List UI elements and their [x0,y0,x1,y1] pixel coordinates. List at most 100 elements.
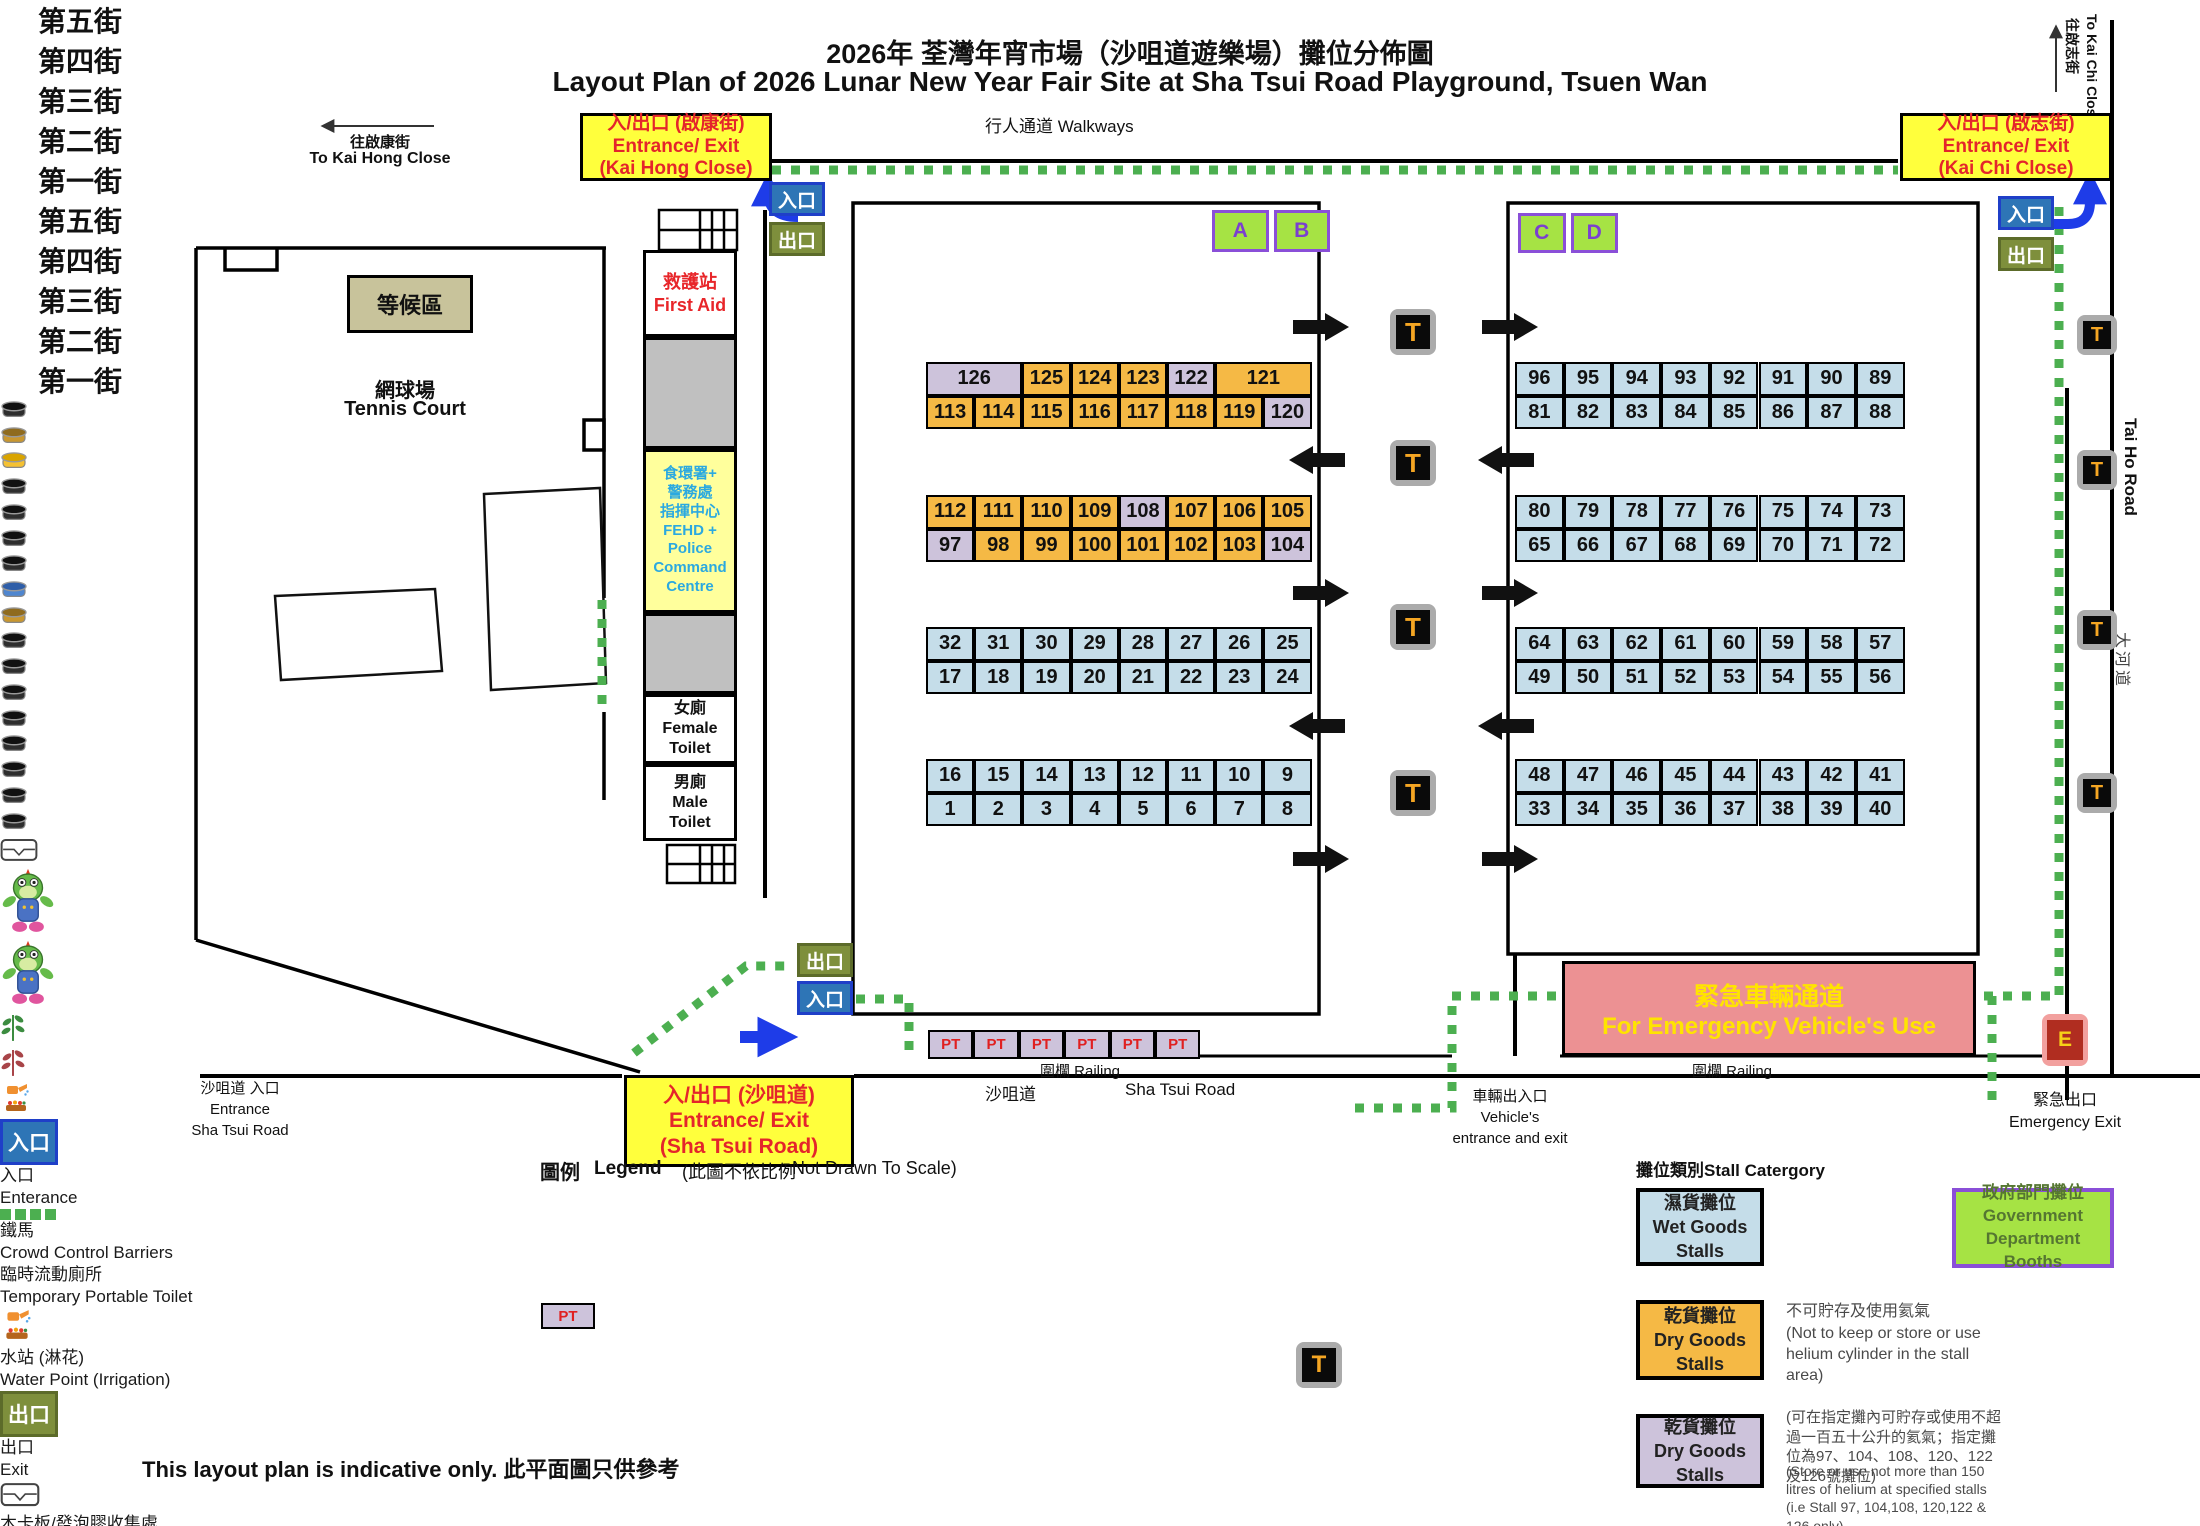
gate-kai-chi-line3: (Kai Chi Close) [1938,158,2074,180]
bin-brown-icon [1,426,27,443]
street-label-right-5: 第五街 [37,206,122,237]
railing-label-right: 圍欄 Railing [1692,1063,1773,1080]
stall-54: 54 [1758,660,1808,694]
peach-blossom-point [0,1047,2200,1082]
stall-83: 83 [1612,395,1662,429]
truss-letter: T [1396,446,1430,480]
category-wet-en: Wet Goods Stalls [1652,1216,1748,1262]
command-centre: 食環署+ 警務處 指揮中心 FEHD + Police Command Cent… [643,449,737,613]
stall-82: 82 [1563,395,1613,429]
female-toilet: 女廁 Female Toilet [643,694,737,764]
stall-44: 44 [1709,759,1759,793]
bin-black-icon [1,735,27,752]
stairs-icon [657,208,739,885]
category-dry-orange-note-zh: 不可貯存及使用氦氣 [1786,1303,1931,1320]
stall-60: 60 [1709,627,1759,661]
legend-label-en: Temporary Portable Toilet [0,1287,193,1307]
tennis-court-label-en: Tennis Court [344,398,466,420]
truss-stand: T [1390,440,1436,486]
stall-114: 114 [974,395,1023,429]
street-direction-arrow [1289,712,1345,740]
legend-item-label: 木卡板/發泡膠收集處Wooden Pallets/Foam Boxes Coll… [0,1513,260,1526]
stall-80: 80 [1515,495,1564,529]
to-kai-chi-zh: 往啟志街 [2064,18,2080,74]
stall-4: 4 [1070,792,1119,826]
legend-water-icon [0,1308,2200,1347]
legend-heading-zh: 圖例 [540,1162,580,1184]
portable-toilet: PT [973,1030,1019,1059]
stall-11: 11 [1167,759,1216,793]
waste-bin [0,606,2200,632]
gate-kai-chi-line1: 入/出口 (啟志街) [1937,112,2075,134]
stall-70: 70 [1758,528,1808,562]
stall-58: 58 [1807,627,1856,661]
stall-26: 26 [1215,627,1264,661]
street-label-right-4: 第四街 [37,246,122,277]
truss-stand: T [1390,309,1436,355]
vehicle-gate-l3: entrance and exit [1452,1130,1568,1147]
facility-block-1 [643,337,737,449]
stall-46: 46 [1612,759,1662,793]
stall-96: 96 [1515,362,1564,396]
legend-label-zh: 木卡板/發泡膠收集處 [0,1514,158,1526]
stall-118: 118 [1167,395,1216,429]
street-label-left-2: 第二街 [37,126,122,157]
truss-stand: T [1390,604,1436,650]
male-toilet-line: Toilet [669,813,711,831]
gate-sha-tsui-line1: 入/出口 (沙咀道) [663,1084,815,1108]
entrance-marker-top-left: 入口 [769,182,825,216]
bin-black-icon [1,529,27,546]
stall-106: 106 [1215,495,1264,529]
stall-105: 105 [1263,495,1312,529]
stall-103: 103 [1215,528,1264,562]
legend-label-zh: 出口 [0,1438,34,1458]
command-centre-line: Centre [666,577,714,595]
wooden-pallet-point [0,837,2200,868]
stall-10: 10 [1215,759,1264,793]
footer-note: This layout plan is indicative only. 此平面… [142,1457,680,1482]
waste-bin [0,683,2200,709]
bin-black-icon [1,504,27,520]
stall-23: 23 [1215,660,1264,694]
stall-49: 49 [1515,660,1564,694]
stall-78: 78 [1612,495,1662,529]
photo-spot-b: B [1273,210,1330,252]
stall-65: 65 [1515,528,1564,562]
truss-letter: T [1396,315,1430,349]
stall-101: 101 [1118,528,1167,562]
female-toilet-line: Female [662,720,718,737]
street-direction-arrow [1293,845,1349,873]
stall-84: 84 [1661,395,1710,429]
gate-kai-hong-close: 入/出口 (啟康街) Entrance/ Exit (Kai Hong Clos… [580,113,772,181]
site-walls [200,20,2200,1100]
stall-8: 8 [1263,792,1312,826]
photo-spot-a: A [1212,210,1269,252]
gate-kai-hong-line2: Entrance/ Exit [612,135,740,157]
stall-67: 67 [1612,528,1662,562]
legend-label-zh: 水站 (淋花) [0,1348,85,1368]
plant-sprig-icon [1,1050,25,1077]
stall-76: 76 [1709,495,1759,529]
category-dry-goods-orange: 乾貨攤位 Dry Goods Stalls [1636,1300,1764,1380]
emergency-corridor-en: For Emergency Vehicle's Use [1602,1012,1936,1040]
vehicle-gate-l2: Vehicle's [1480,1109,1540,1126]
waste-bin [0,426,2200,452]
street-direction-arrow [1293,313,1349,341]
stall-55: 55 [1807,660,1856,694]
stall-7: 7 [1215,792,1264,826]
stall-88: 88 [1855,395,1905,429]
waste-bin [0,709,2200,735]
photo-spot-ab: A B [1212,210,1330,252]
bin-black-icon [1,401,27,417]
wooden-pallet-icon [0,839,38,862]
command-centre-line: 警務處 [667,484,713,502]
stall-81: 81 [1515,395,1564,429]
truss-letter: T [1396,776,1430,810]
photo-spot-cd: C D [1518,213,1618,253]
street-direction-arrow [1482,579,1538,607]
road-direction-arrows [320,24,2063,133]
category-dry-goods-lavender: 乾貨攤位 Dry Goods Stalls [1636,1414,1764,1488]
street-direction-arrow [1478,712,1534,740]
vehicle-gate-l1: 車輛出入口 [1472,1088,1548,1105]
legend-barrier-icon [0,1209,56,1221]
